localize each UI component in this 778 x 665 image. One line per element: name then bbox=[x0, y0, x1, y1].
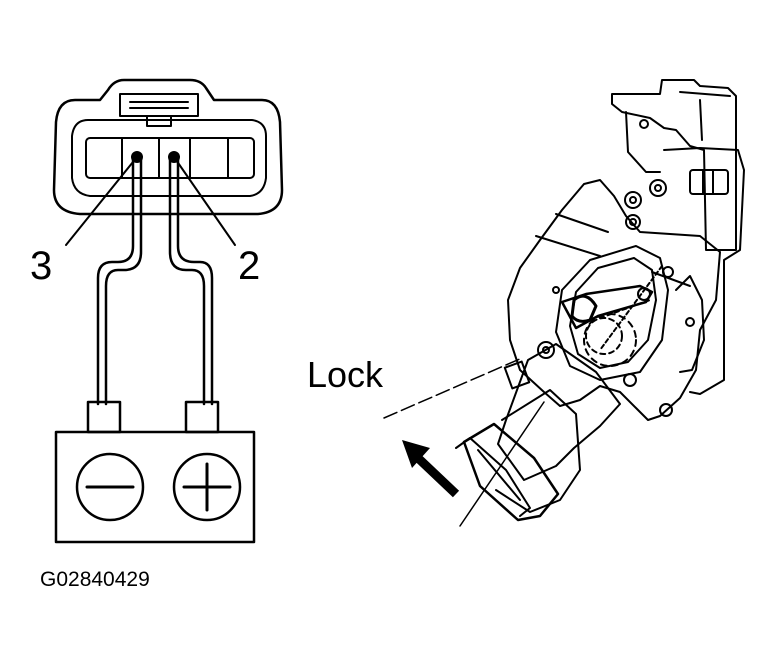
plus-icon bbox=[172, 452, 242, 522]
actuator-plunger bbox=[462, 422, 560, 522]
wire-positive bbox=[168, 155, 214, 406]
lock-direction-arrow bbox=[402, 440, 460, 498]
actuator-barrel bbox=[497, 343, 621, 481]
lock-direction-label: Lock bbox=[307, 354, 384, 395]
minus-icon bbox=[75, 452, 145, 522]
lock-top-bracket bbox=[611, 79, 737, 251]
battery-terminal-positive bbox=[184, 400, 220, 434]
figure-id: G02840429 bbox=[40, 568, 150, 591]
leader-line-pin-3 bbox=[65, 156, 138, 246]
actuator-rod-housing bbox=[495, 389, 581, 513]
connector bbox=[52, 78, 284, 216]
battery bbox=[54, 400, 256, 544]
leader-line-pin-2 bbox=[173, 156, 236, 246]
latch-housing bbox=[663, 147, 745, 395]
door-lock-assembly bbox=[383, 79, 745, 527]
lock-body-plate bbox=[507, 179, 721, 421]
pin-2-label: 2 bbox=[238, 244, 261, 288]
battery-terminal-negative bbox=[86, 400, 122, 434]
connector-latch bbox=[119, 93, 199, 127]
wire-negative bbox=[96, 155, 143, 406]
pin-3-label: 3 bbox=[30, 244, 53, 288]
battery-body bbox=[54, 430, 256, 544]
motor-housing bbox=[555, 245, 669, 381]
